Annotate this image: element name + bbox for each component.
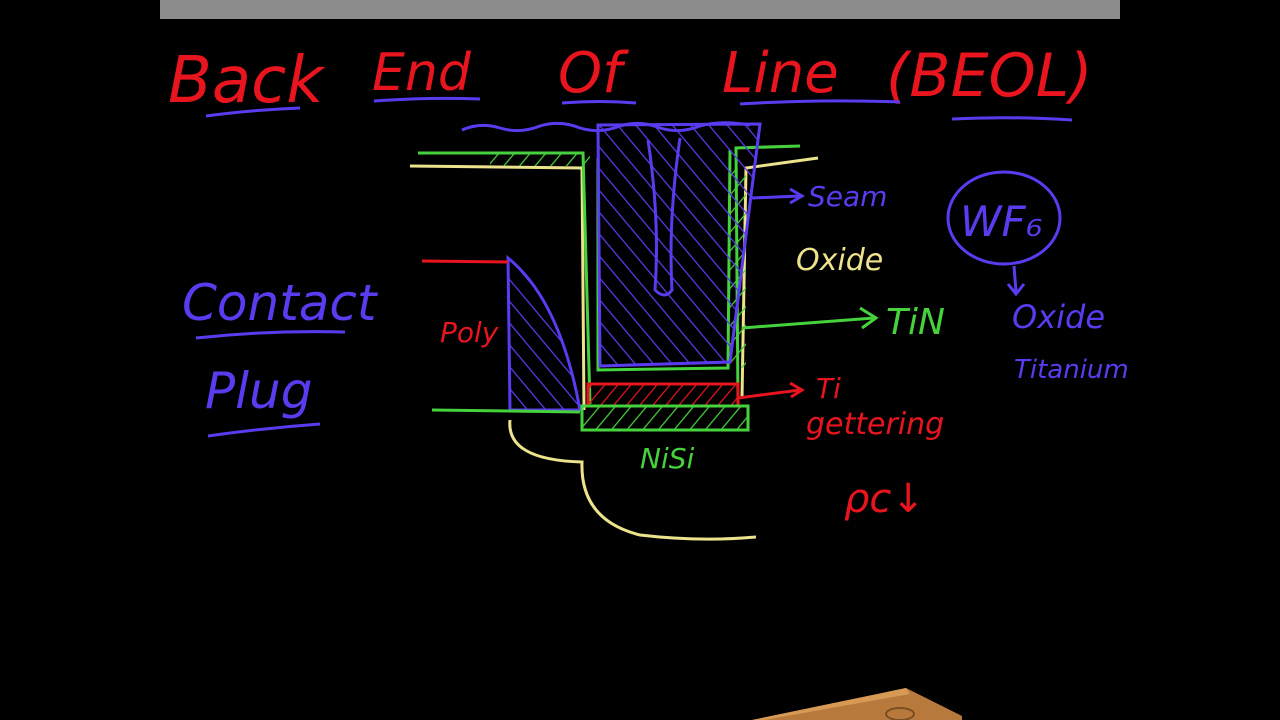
underline-beol: [951, 116, 1073, 122]
tungsten-overburden: [461, 121, 751, 133]
seam-arrowhead: [789, 187, 805, 205]
oxide-label: Oxide: [796, 243, 883, 278]
plug-word: Plug: [205, 362, 312, 420]
underline-end: [373, 96, 481, 103]
oxide-titanium-line1: Oxide: [1012, 298, 1105, 336]
tungsten-seam: [646, 137, 682, 297]
ti-arrowhead: [789, 381, 805, 399]
title-word-end: End: [372, 43, 472, 103]
tin-arrow: [741, 316, 875, 330]
plug-underline: [207, 422, 321, 438]
rho-c-label: ρc↓: [844, 476, 925, 522]
top-toolbar-strip: [160, 0, 1120, 19]
contact-cross-section: [409, 121, 819, 541]
seam-arrow: [751, 194, 801, 200]
underline-line: [739, 99, 901, 106]
ti-label: Ti: [816, 372, 841, 405]
oxide-titanium-line2: Titanium: [1014, 355, 1129, 385]
nisi-layer: [580, 404, 750, 432]
contact-plug-label: Contact Plug: [182, 274, 379, 438]
tin-label: TiN: [886, 302, 945, 343]
substrate-surface-line: [431, 408, 581, 414]
seam-label: Seam: [808, 180, 887, 213]
diffusion-well-outline: [508, 419, 757, 541]
contact-underline: [195, 330, 346, 340]
title-word-beol: (BEOL): [886, 41, 1093, 111]
wf6-circle: [946, 170, 1062, 266]
poly-label: Poly: [440, 316, 499, 349]
title-word-back: Back: [168, 44, 326, 118]
wf6-arrowhead: [1006, 283, 1026, 297]
wf6-arrow: [1012, 265, 1018, 293]
wf6-label: WF₆: [960, 197, 1043, 246]
nisi-label: NiSi: [640, 442, 694, 475]
tin-arrowhead: [859, 306, 879, 330]
poly-lead-line: [421, 259, 509, 264]
title-word-line: Line: [722, 41, 839, 106]
title-word-of: Of: [558, 41, 629, 106]
gettering-label: gettering: [806, 407, 944, 442]
contact-word: Contact: [182, 274, 379, 332]
stylus-pen-icon: [752, 688, 962, 720]
oxide-boundary-right: [740, 156, 819, 399]
underline-back: [205, 106, 301, 118]
ti-arrow: [737, 388, 801, 400]
poly-gate: [506, 254, 582, 412]
title: Back End Of Line (BEOL): [168, 41, 1093, 122]
tin-liner-hatch-top: [490, 152, 590, 166]
underline-of: [561, 100, 637, 105]
ti-layer: [586, 382, 740, 408]
